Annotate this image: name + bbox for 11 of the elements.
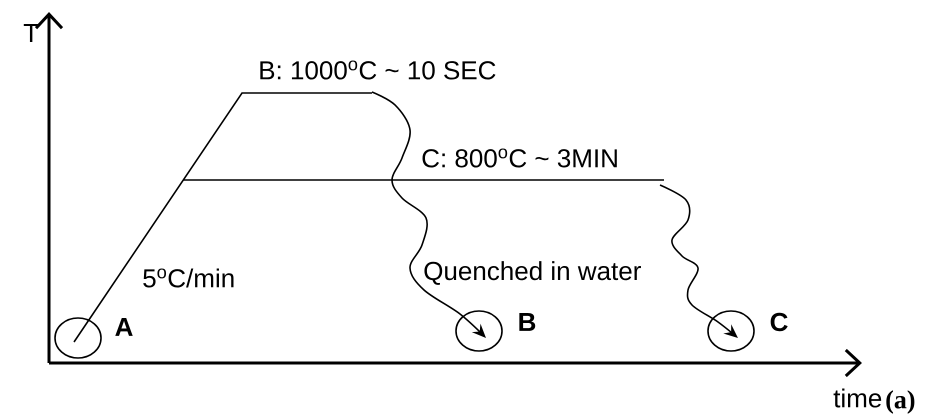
circle (707, 310, 755, 352)
point-letter: C (770, 312, 788, 332)
temperature-label: B: 1000$^{o}$C ~ 10 SEC (260, 60, 496, 80)
axis-label: T (24, 24, 38, 42)
temperature-label: C: 800$^{o}$C ~ 3MIN (422, 148, 617, 168)
point-letter: A (115, 318, 133, 336)
circle (455, 310, 503, 352)
heating-curve (73, 92, 372, 342)
panel-label: (a) (886, 390, 914, 414)
point-letter: B (519, 313, 536, 331)
circle (54, 317, 102, 359)
